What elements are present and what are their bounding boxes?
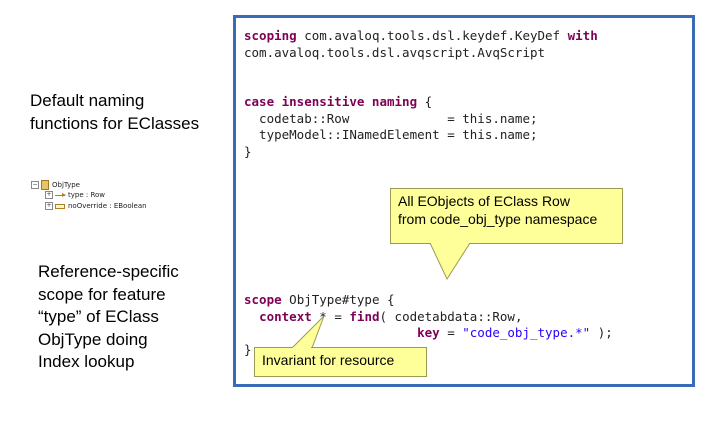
code-keyword: context [259, 308, 312, 324]
reference-scope-caption: Reference-specific scope for feature “ty… [38, 261, 179, 374]
code-text: com.avaloq.tools.dsl.avqscript.AvqScript [244, 44, 546, 60]
caption-line: “type” of EClass [38, 307, 159, 326]
code-string: "code_obj_type.*" [462, 325, 591, 340]
caption-line: Index lookup [38, 352, 135, 371]
collapse-icon[interactable]: − [31, 181, 39, 189]
code-line [244, 61, 613, 78]
code-text: typeModel::INamedElement = this.name; [244, 127, 538, 142]
callout-line: All EObjects of EClass Row [398, 193, 570, 209]
expand-icon[interactable]: + [45, 191, 53, 199]
code-line [244, 243, 613, 260]
model-tree: − ObjType + type : Row + noOverride : EBool… [31, 180, 147, 213]
callout-row: All EObjects of EClass Row from code_obj… [390, 188, 623, 244]
code-line [244, 160, 613, 177]
tree-node-objtype[interactable]: − ObjType [31, 180, 147, 191]
code-line: codetab::Row = this.name; [244, 111, 613, 128]
code-line [244, 78, 613, 95]
default-naming-caption: Default naming functions for EClasses [30, 90, 199, 135]
code-text: ( codetabdata::Row, [379, 308, 523, 324]
code-line: } [244, 342, 613, 359]
code-keyword: scoping [244, 28, 297, 43]
tree-node-label: type : Row [68, 191, 106, 199]
code-text: } [244, 341, 252, 357]
reference-icon [55, 192, 66, 197]
code-line [244, 276, 613, 293]
code-line: key = "code_obj_type.*" ); [244, 325, 613, 342]
code-line: typeModel::INamedElement = this.name; [244, 127, 613, 144]
code-line [244, 259, 613, 276]
tree-node-label: ObjType [52, 181, 80, 189]
code-text: codetab::Row = this.name; [244, 110, 538, 126]
code-text: } [244, 143, 252, 159]
caption-line: Default naming [30, 91, 145, 110]
code-listing: scoping com.avaloq.tools.dsl.keydef.KeyD… [244, 28, 613, 358]
code-line: } [244, 144, 613, 161]
code-keyword: with [567, 28, 598, 43]
code-line: scope ObjType#type { [244, 292, 613, 309]
code-text: com.avaloq.tools.dsl.keydef.KeyDef [296, 28, 568, 43]
code-keyword: case insensitive naming [244, 94, 418, 109]
tree-node-type[interactable]: + type : Row [45, 191, 147, 202]
caption-line: scope for feature [38, 284, 166, 304]
caption-line: Reference-specific [38, 262, 179, 281]
caption-line: ObjType doing [38, 329, 148, 349]
code-keyword: scope [244, 292, 282, 307]
expand-icon[interactable]: + [45, 202, 53, 210]
callout-line: from code_obj_type namespace [398, 211, 598, 227]
code-text: { [417, 94, 433, 109]
code-keyword: key [417, 325, 440, 340]
code-text: * = [311, 308, 350, 324]
eclass-icon [41, 180, 49, 190]
code-text: = [439, 325, 463, 340]
code-text [244, 309, 259, 324]
code-line: com.avaloq.tools.dsl.avqscript.AvqScript [244, 45, 613, 62]
attribute-icon [55, 203, 65, 209]
code-text: ); [590, 325, 613, 340]
code-line: scoping com.avaloq.tools.dsl.keydef.KeyD… [244, 28, 613, 45]
code-text [244, 325, 417, 340]
tree-node-nooverride[interactable]: + noOverride : EBoolean [45, 202, 147, 213]
code-keyword: find [349, 308, 380, 324]
callout-invariant: Invariant for resource [254, 347, 427, 377]
code-text: ObjType#type { [281, 292, 395, 307]
code-line: context * = find( codetabdata::Row, [244, 309, 613, 326]
code-line: case insensitive naming { [244, 94, 613, 111]
tree-node-label: noOverride : EBoolean [68, 202, 147, 210]
caption-line: functions for EClasses [30, 113, 200, 133]
